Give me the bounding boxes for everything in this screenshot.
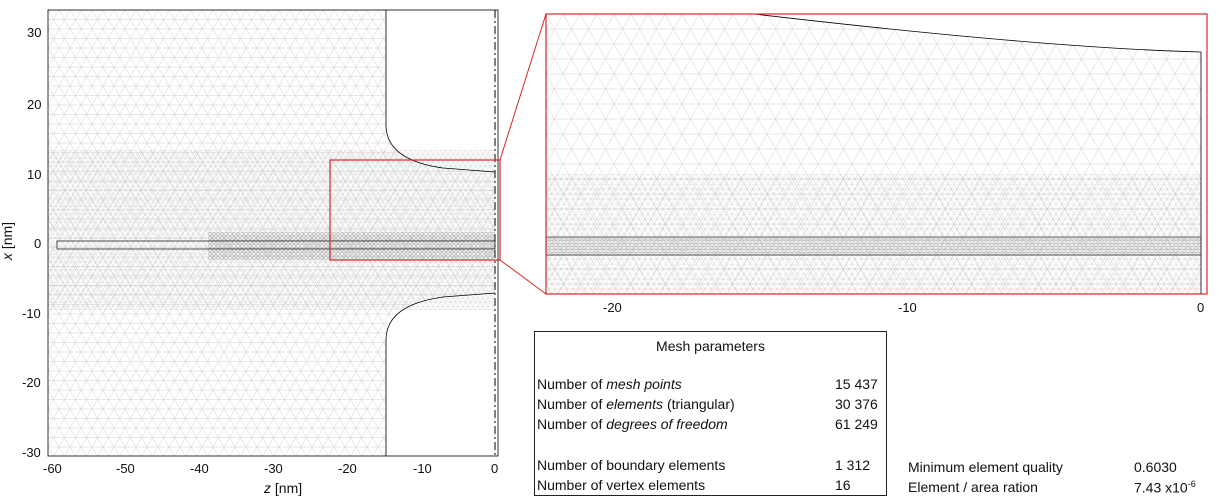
y-axis-title: x [nm]: [0, 222, 15, 260]
mesh-param-emph: elements: [606, 396, 664, 412]
zoom-frame: [545, 13, 1208, 295]
area-ratio-label: Element / area ration: [908, 479, 1038, 495]
mesh-param-suffix: (triangular): [663, 396, 735, 412]
y-tick: -10: [22, 306, 41, 321]
y-tick: 20: [27, 97, 42, 112]
x-axis-variable: z: [264, 480, 271, 496]
mesh-param-value: 61 249: [835, 416, 878, 432]
x-axis-unit: [nm]: [274, 480, 303, 496]
mesh-param-value: 1 312: [835, 457, 871, 473]
min-quality-value: 0.6030: [1134, 459, 1177, 475]
dense-mesh-cluster: [208, 232, 495, 260]
x-tick: 0: [491, 461, 499, 476]
mesh-param-prefix: Number of: [537, 376, 607, 392]
mesh-parameters-title: Mesh parameters: [656, 338, 765, 354]
mesh-plot-left: [47, 9, 501, 457]
area-ratio-exponent: -6: [1187, 479, 1196, 489]
x-tick: -60: [43, 461, 62, 476]
mesh-param-value: 15 437: [835, 376, 878, 392]
mesh-param-emph: degrees of freedom: [606, 416, 728, 432]
x-tick: -10: [413, 461, 432, 476]
min-quality-label: Minimum element quality: [908, 459, 1063, 475]
x-tick: -40: [190, 461, 209, 476]
zoom-region-box: [329, 159, 501, 261]
plot-frame-left: [47, 9, 499, 457]
zoom-refined-band: [546, 174, 1201, 294]
y-axis-unit: [nm]: [0, 221, 16, 250]
refined-mesh-band: [48, 150, 495, 310]
mesh-param-prefix: Number of: [537, 396, 607, 412]
domain-boundary: [385, 10, 496, 456]
x-axis-title: z [nm]: [264, 480, 302, 496]
y-tick: 0: [34, 236, 42, 251]
mesh-plot-zoom: [545, 13, 1208, 295]
x-tick: -20: [338, 461, 357, 476]
zoom-boundary-curve: [753, 13, 1202, 294]
mesh-param-value: 16: [835, 477, 851, 493]
area-ratio-value: 7.43 x10-6: [1134, 479, 1196, 496]
zoom-dense-band: [546, 236, 1201, 256]
mesh-param-emph: mesh points: [606, 376, 682, 392]
mesh-param-row: Number of vertex elements: [537, 477, 705, 493]
area-ratio-base: 7.43 x10: [1134, 479, 1188, 496]
y-axis-variable: x: [0, 253, 16, 261]
y-tick: 10: [27, 167, 42, 182]
y-tick: -20: [22, 375, 41, 390]
mesh-param-prefix: Number of: [537, 416, 607, 432]
mesh-param-value: 30 376: [835, 396, 878, 412]
zoom-x-tick: -10: [898, 300, 917, 315]
mesh-param-prefix: Number of boundary elements: [537, 457, 726, 473]
x-tick: -30: [264, 461, 283, 476]
zoom-x-tick: -20: [603, 300, 622, 315]
mesh-param-prefix: Number of vertex elements: [537, 477, 706, 493]
x-tick: -50: [116, 461, 135, 476]
mesh-param-row: Number of degrees of freedom: [537, 416, 728, 432]
mesh-param-row: Number of mesh points: [537, 376, 682, 392]
mesh-param-row: Number of boundary elements: [537, 457, 725, 473]
zoom-x-tick: 0: [1197, 300, 1205, 315]
mesh-param-row: Number of elements (triangular): [537, 396, 735, 412]
mesh-parameters-table: Mesh parameters Number of mesh points 15…: [534, 331, 887, 496]
y-tick: -30: [22, 445, 41, 460]
y-tick: 30: [27, 25, 42, 40]
